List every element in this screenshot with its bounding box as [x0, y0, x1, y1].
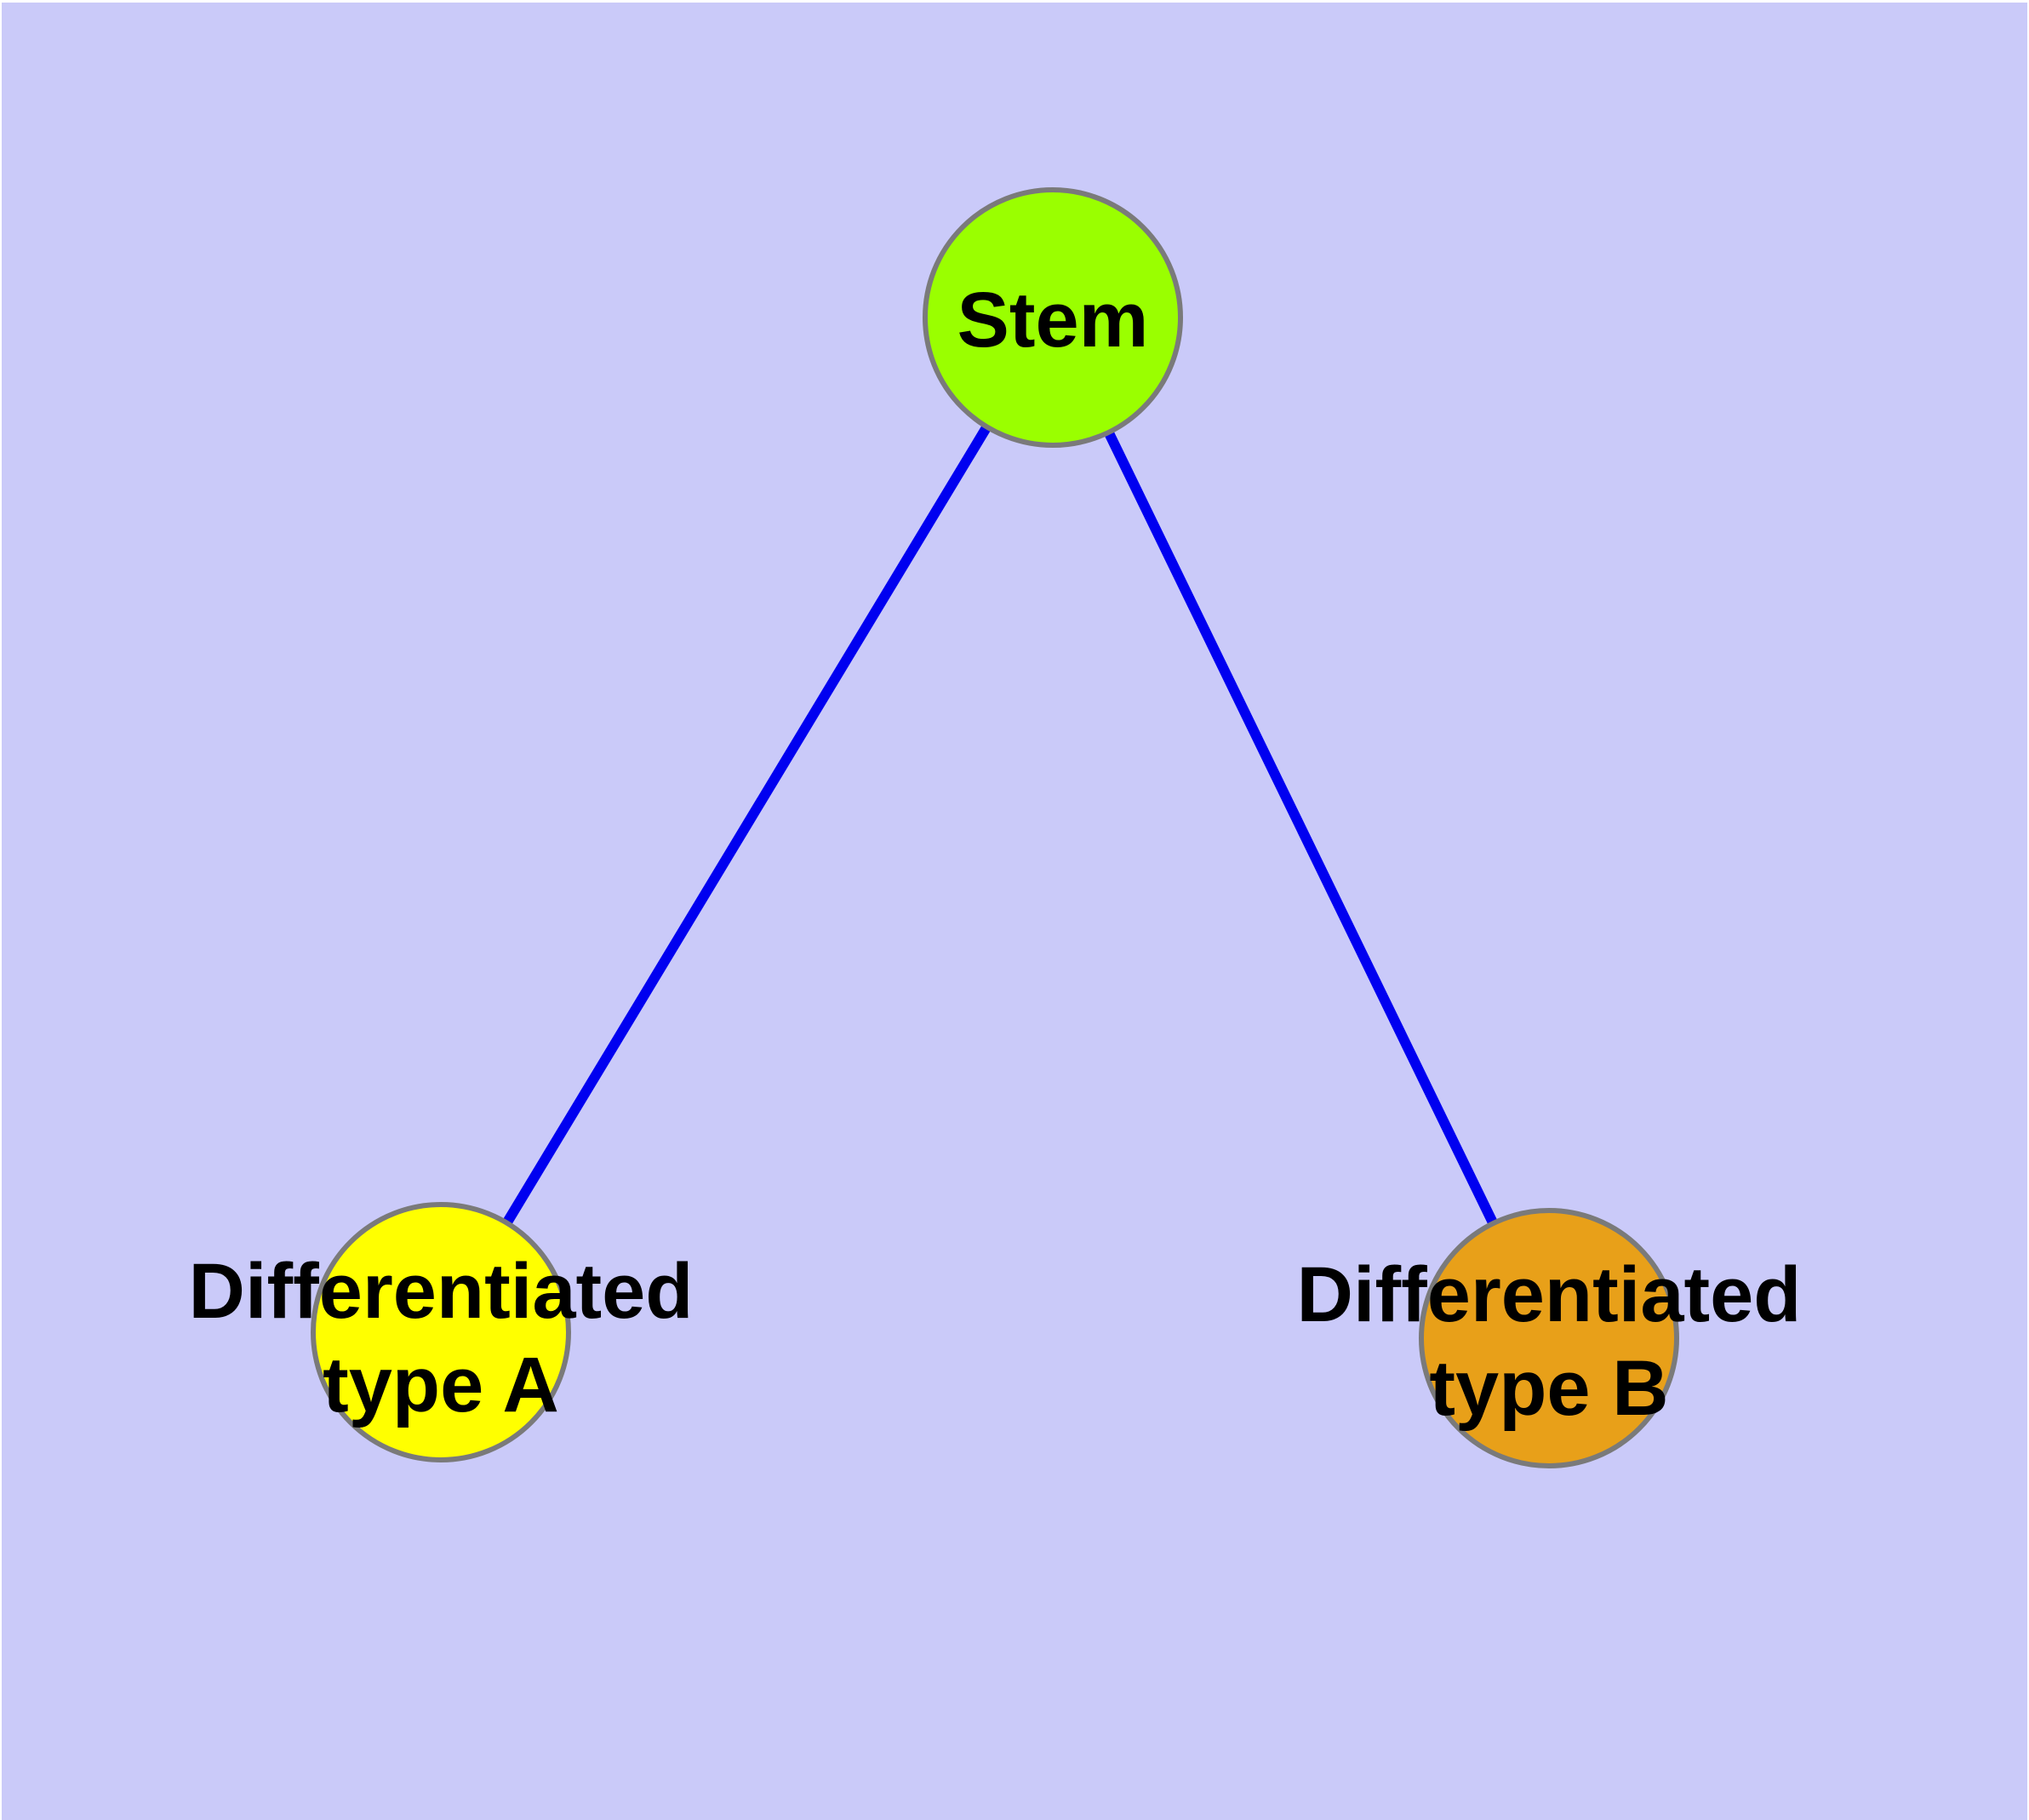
stem-node-label: Stem: [957, 277, 1149, 363]
type-a-node-label-line1: Differentiated: [189, 1248, 694, 1335]
type-a-node-circle: [311, 1202, 571, 1462]
edge-stem-to-type-a: [436, 314, 1058, 1336]
type-b-node-label-line2: type B: [1429, 1345, 1668, 1432]
stem-node-circle: [923, 187, 1183, 448]
edge-stem-to-type-b: [1048, 315, 1554, 1341]
type-b-node-circle: [1419, 1208, 1679, 1468]
type-b-node-label-line1: Differentiated: [1297, 1251, 1802, 1338]
type-a-node-label-line2: type A: [323, 1342, 559, 1428]
